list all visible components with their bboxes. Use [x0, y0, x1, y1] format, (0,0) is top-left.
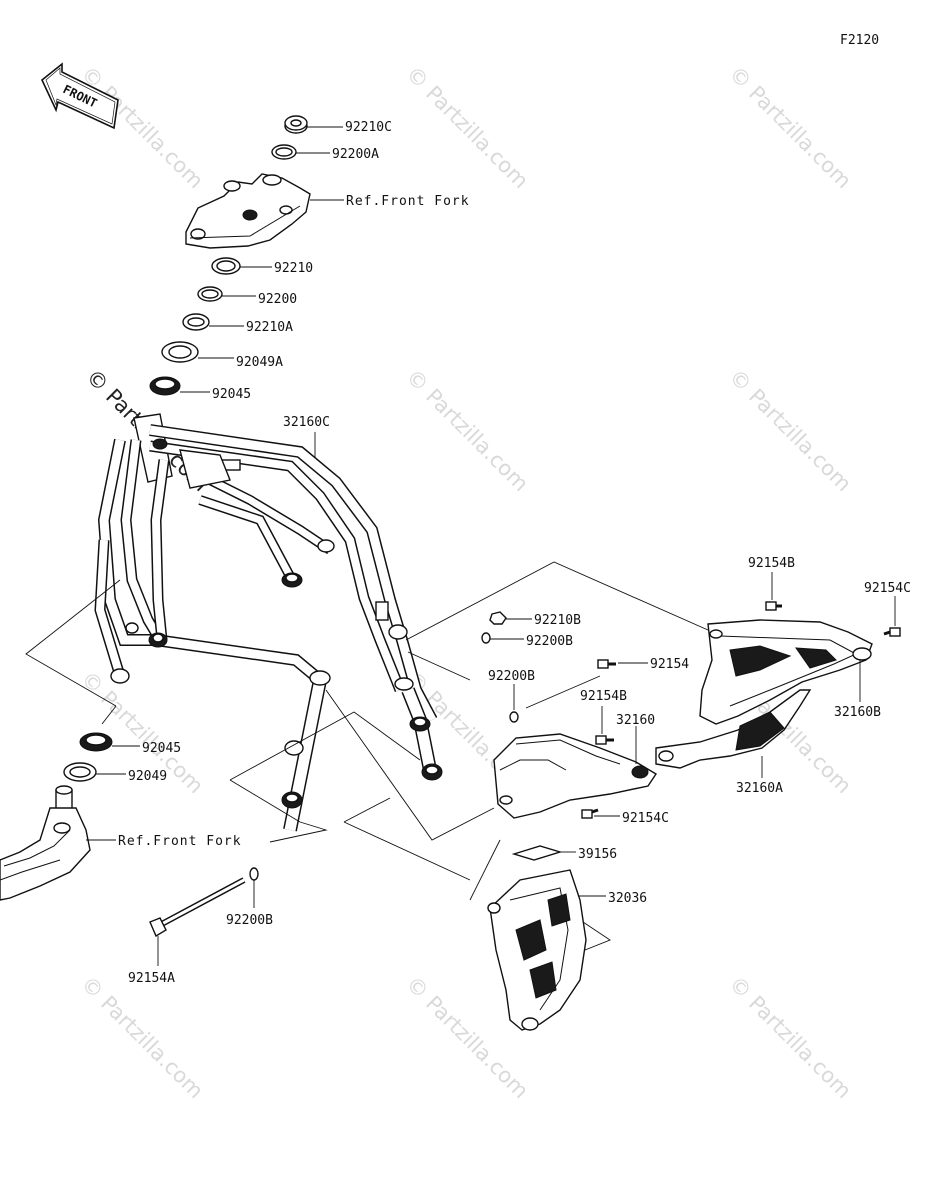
subframe-bracket-32160b [699, 619, 873, 725]
label-92154a: 92154A [128, 971, 175, 986]
label-92200b-mid: 92200B [526, 634, 573, 649]
bolt-92154b-top-part [765, 601, 782, 611]
watermark: © Partzilla.com [401, 62, 533, 194]
label-92200: 92200 [258, 292, 297, 307]
nut-92210b-part [489, 611, 507, 625]
label-39156: 39156 [578, 847, 617, 862]
label-92200a: 92200A [332, 147, 379, 162]
label-92049: 92049 [128, 769, 167, 784]
label-92210b: 92210B [534, 613, 581, 628]
label-92200b-left: 92200B [488, 669, 535, 684]
washer-92200b-mid-part [481, 632, 491, 644]
label-92200b-bottom: 92200B [226, 913, 273, 928]
figure-code: F2120 [840, 33, 879, 48]
label-92049a: 92049A [236, 355, 283, 370]
label-92154b-top: 92154B [748, 556, 795, 571]
watermark: © Partzilla.com [724, 365, 856, 497]
label-32160b: 32160B [834, 705, 881, 720]
assembly-lines [25, 561, 709, 961]
bolt-92154c-bottom-part [581, 808, 599, 819]
long-bolt-92154a-part [149, 877, 246, 938]
lower-triple-clamp [0, 785, 91, 901]
ref-front-fork-top: Ref.Front Fork [346, 194, 470, 209]
cover-32160 [493, 733, 657, 819]
watermark: © Partzilla.com [724, 972, 856, 1104]
washer-92200b-bottom-part [249, 867, 259, 881]
subframe-bracket-32160a [655, 689, 812, 769]
label-92154c-top: 92154C [864, 581, 911, 596]
bracket-32036 [487, 869, 587, 1031]
watermark: © Partzilla.com [401, 365, 533, 497]
nut-92210c-part [284, 115, 308, 134]
label-32160a: 32160A [736, 781, 783, 796]
bolt-92154c-top-part [883, 627, 901, 637]
upper-triple-clamp [185, 173, 311, 249]
label-92045-bottom: 92045 [142, 741, 181, 756]
label-92154: 92154 [650, 657, 689, 672]
main-frame-32160c [94, 413, 443, 832]
bolt-92154b-mid-part [595, 735, 614, 745]
label-32160c: 32160C [283, 415, 330, 430]
watermark: © Partzilla.com [76, 972, 208, 1104]
washer-92200b-left-part [509, 711, 519, 723]
ref-front-fork-bottom: Ref.Front Fork [118, 834, 242, 849]
pad-39156-part [511, 845, 563, 861]
label-92154b-mid: 92154B [580, 689, 627, 704]
label-92210c: 92210C [345, 120, 392, 135]
label-32160: 32160 [616, 713, 655, 728]
label-92210a: 92210A [246, 320, 293, 335]
front-direction-arrow: FRONT [41, 62, 119, 130]
watermark: © Partzilla.com [76, 62, 208, 194]
watermark: © Partzilla.com [724, 62, 856, 194]
bolt-92154-part [597, 659, 616, 669]
label-92045-top: 92045 [212, 387, 251, 402]
label-92210: 92210 [274, 261, 313, 276]
label-92154c-bottom: 92154C [622, 811, 669, 826]
label-32036: 32036 [608, 891, 647, 906]
